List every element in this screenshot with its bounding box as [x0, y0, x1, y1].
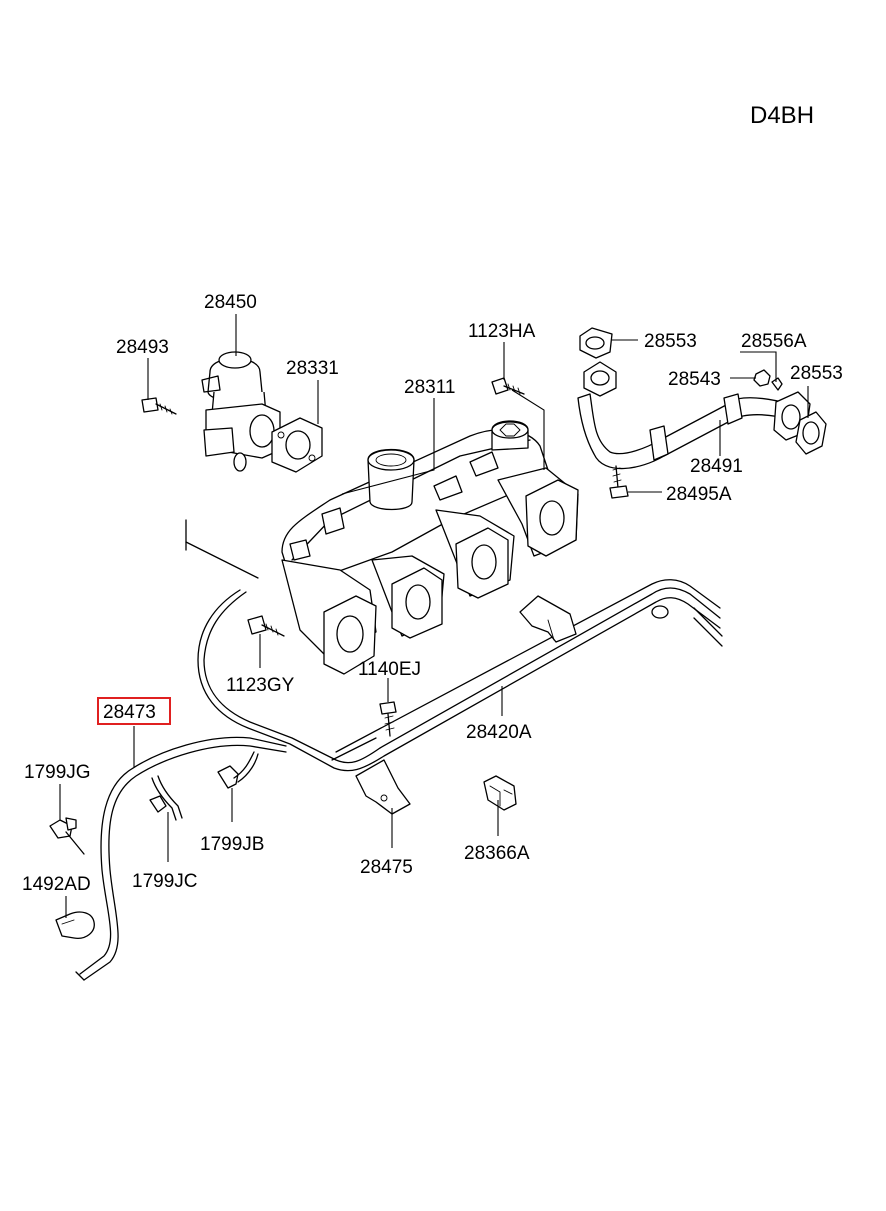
part-label-28450[interactable]: 28450 [204, 292, 257, 313]
model-code: D4BH [750, 102, 814, 129]
highlight-box [97, 697, 171, 725]
clip-28366a-drawing[interactable] [483, 775, 517, 811]
part-label-1799jc[interactable]: 1799JC [132, 871, 198, 892]
clip-1799jb-drawing[interactable] [217, 751, 259, 789]
part-label-28331[interactable]: 28331 [286, 358, 339, 379]
egr-pipe-drawing[interactable] [577, 361, 811, 470]
clamp-1492ad-drawing[interactable] [55, 911, 95, 939]
part-label-28475[interactable]: 28475 [360, 857, 413, 878]
leader-lines [59, 314, 809, 918]
part-label-1492ad[interactable]: 1492AD [22, 874, 91, 895]
nut-28556a-drawing[interactable] [771, 377, 783, 391]
clip-1799jg-drawing[interactable] [49, 817, 85, 855]
vacuum-pipe-drawing[interactable] [185, 519, 723, 772]
part-label-1799jb[interactable]: 1799JB [200, 834, 264, 855]
part-label-1140ej[interactable]: 1140EJ [358, 659, 421, 680]
part-label-1123gy[interactable]: 1123GY [226, 675, 295, 696]
gasket-28553-right-drawing[interactable] [795, 411, 827, 455]
part-label-28420a[interactable]: 28420A [466, 722, 532, 743]
part-label-28366a[interactable]: 28366A [464, 843, 530, 864]
gasket-28553-top-drawing[interactable] [579, 327, 613, 359]
part-labels: 28450 28493 28331 28311 1123HA 28553 285… [22, 292, 843, 895]
bolt-28495a-drawing[interactable] [609, 465, 629, 499]
part-label-28556a[interactable]: 28556A [741, 331, 807, 352]
part-label-28495a[interactable]: 28495A [666, 484, 732, 505]
bracket-28475-drawing[interactable] [355, 759, 411, 815]
egr-valve-drawing[interactable] [201, 351, 281, 472]
part-label-28553-right[interactable]: 28553 [790, 363, 843, 384]
exhaust-manifold-drawing[interactable] [281, 420, 579, 675]
bolt-1140ej-drawing[interactable] [379, 701, 397, 737]
part-label-28493[interactable]: 28493 [116, 337, 169, 358]
hose-28473-drawing[interactable] [75, 736, 287, 981]
part-label-28553-top[interactable]: 28553 [644, 331, 697, 352]
part-label-28491[interactable]: 28491 [690, 456, 743, 477]
part-label-1123ha[interactable]: 1123HA [468, 321, 536, 342]
nut-28543-drawing[interactable] [753, 369, 771, 387]
clip-1799jc-drawing[interactable] [149, 775, 183, 821]
part-label-28473[interactable]: 28473 [103, 702, 156, 723]
part-label-28311[interactable]: 28311 [404, 377, 455, 398]
bolt-1123ha-drawing[interactable] [491, 377, 525, 395]
part-label-1799jg[interactable]: 1799JG [24, 762, 91, 783]
part-label-28543[interactable]: 28543 [668, 369, 721, 390]
bolt-28493-drawing[interactable] [141, 397, 177, 415]
bolt-1123gy-drawing[interactable] [247, 615, 285, 637]
gasket-28331-drawing[interactable] [271, 417, 323, 473]
